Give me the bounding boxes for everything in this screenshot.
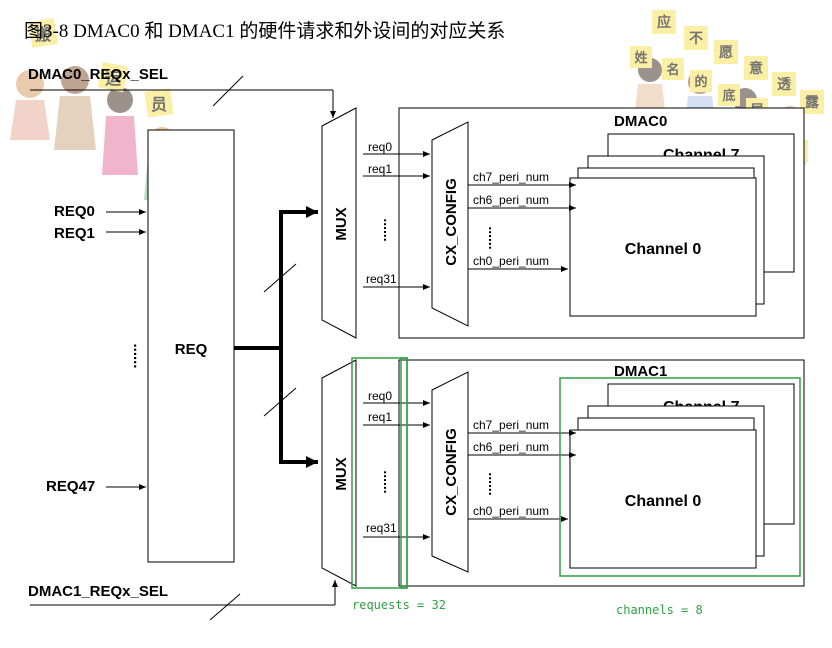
dmac1-cx-config-label: CX_CONFIG bbox=[443, 428, 460, 516]
req0-label: REQ0 bbox=[54, 203, 95, 220]
watermark-sign-text: 露 bbox=[805, 94, 820, 110]
dmac1-ch7-label: ch7_peri_num bbox=[473, 418, 549, 432]
dmac1-req31-label: req31 bbox=[366, 521, 397, 535]
dmac0-sel-label: DMAC0_REQx_SEL bbox=[28, 66, 168, 83]
watermark-sign-text: 不 bbox=[689, 30, 703, 46]
dmac0-cx-config bbox=[431, 121, 469, 327]
dmac0-req31-label: req31 bbox=[366, 272, 397, 286]
dmac1-mux bbox=[321, 359, 357, 587]
dmac1-ch-ellipsis: ...... bbox=[486, 472, 502, 495]
dmac1-ch0-label: ch0_peri_num bbox=[473, 504, 549, 518]
dmac1-req-ellipsis: ...... bbox=[381, 470, 397, 493]
dmac0-mux-label: MUX bbox=[333, 207, 350, 240]
dmac1-ch6-label: ch6_peri_num bbox=[473, 440, 549, 454]
annotation-overlay: requests = 32 channels = 8 bbox=[351, 357, 801, 617]
watermark-sign-text: 透 bbox=[777, 76, 792, 92]
dmac0-req0-label: req0 bbox=[368, 140, 392, 154]
req-block bbox=[147, 129, 235, 563]
dmac0-ch7-label: ch7_peri_num bbox=[473, 170, 549, 184]
watermark-sign-text: 名 bbox=[666, 62, 679, 77]
req-block-label: REQ bbox=[175, 341, 208, 358]
dmac1-mux-label: MUX bbox=[333, 457, 350, 490]
dmac0-channel-0-label: Channel 0 bbox=[625, 241, 702, 258]
dmac0-req1-label: req1 bbox=[368, 162, 392, 176]
watermark-sign-text: 搬 bbox=[35, 25, 51, 44]
dmac1-sel-label: DMAC1_REQx_SEL bbox=[28, 583, 168, 600]
req1-label: REQ1 bbox=[54, 225, 95, 242]
requests-highlight-edge bbox=[400, 357, 408, 589]
dmac0-ch-ellipsis: ...... bbox=[486, 226, 502, 249]
dmac0-section: DMAC0 MUX req0 req1 ...... req31 CX_CONF… bbox=[321, 107, 805, 339]
dmac0-channel-0 bbox=[569, 177, 757, 317]
watermark-signs-left: 搬 运 员 bbox=[27, 17, 174, 118]
watermark-sign-text: 愿 bbox=[719, 44, 733, 60]
dmac0-ch6-label: ch6_peri_num bbox=[473, 193, 549, 207]
watermark-sign-text: 姓 bbox=[633, 50, 647, 65]
channels-highlight-box bbox=[559, 377, 801, 577]
bus-slash bbox=[209, 593, 241, 621]
dmac0-cx-config-label: CX_CONFIG bbox=[443, 178, 460, 266]
req47-label: REQ47 bbox=[46, 478, 95, 495]
dmac1-req0-label: req0 bbox=[368, 389, 392, 403]
watermark-sign-text: 运 bbox=[105, 70, 121, 88]
figure-caption: 图3-8 DMAC0 和 DMAC1 的硬件请求和外设间的对应关系 bbox=[24, 20, 505, 42]
dmac0-req-ellipsis: ...... bbox=[381, 218, 397, 241]
channels-annotation: channels = 8 bbox=[616, 603, 703, 617]
watermark-sign-text: 员 bbox=[151, 96, 167, 114]
dmac1-cx-config bbox=[431, 371, 469, 573]
req-ellipsis: ...... bbox=[130, 343, 147, 368]
dmac1-section: DMAC1 MUX req0 req1 ...... req31 CX_CONF… bbox=[321, 359, 805, 587]
dmac1-title: DMAC1 bbox=[614, 363, 667, 380]
watermark-sign-text: 意 bbox=[749, 60, 763, 76]
req-bus bbox=[234, 206, 318, 468]
dmac0-ch0-label: ch0_peri_num bbox=[473, 254, 549, 268]
dmac1-req1-label: req1 bbox=[368, 410, 392, 424]
dmac1-channel-0 bbox=[569, 429, 757, 569]
dmac0-title: DMAC0 bbox=[614, 113, 667, 130]
bus-slash bbox=[212, 75, 244, 107]
watermark-sign-text: 的 bbox=[694, 74, 707, 89]
watermark-sign-text: 应 bbox=[657, 14, 671, 30]
requests-annotation: requests = 32 bbox=[352, 598, 446, 612]
dmac1-channel-0-label: Channel 0 bbox=[625, 493, 702, 510]
watermark-sign-text: 底 bbox=[722, 88, 735, 103]
dmac0-mux bbox=[321, 107, 357, 339]
